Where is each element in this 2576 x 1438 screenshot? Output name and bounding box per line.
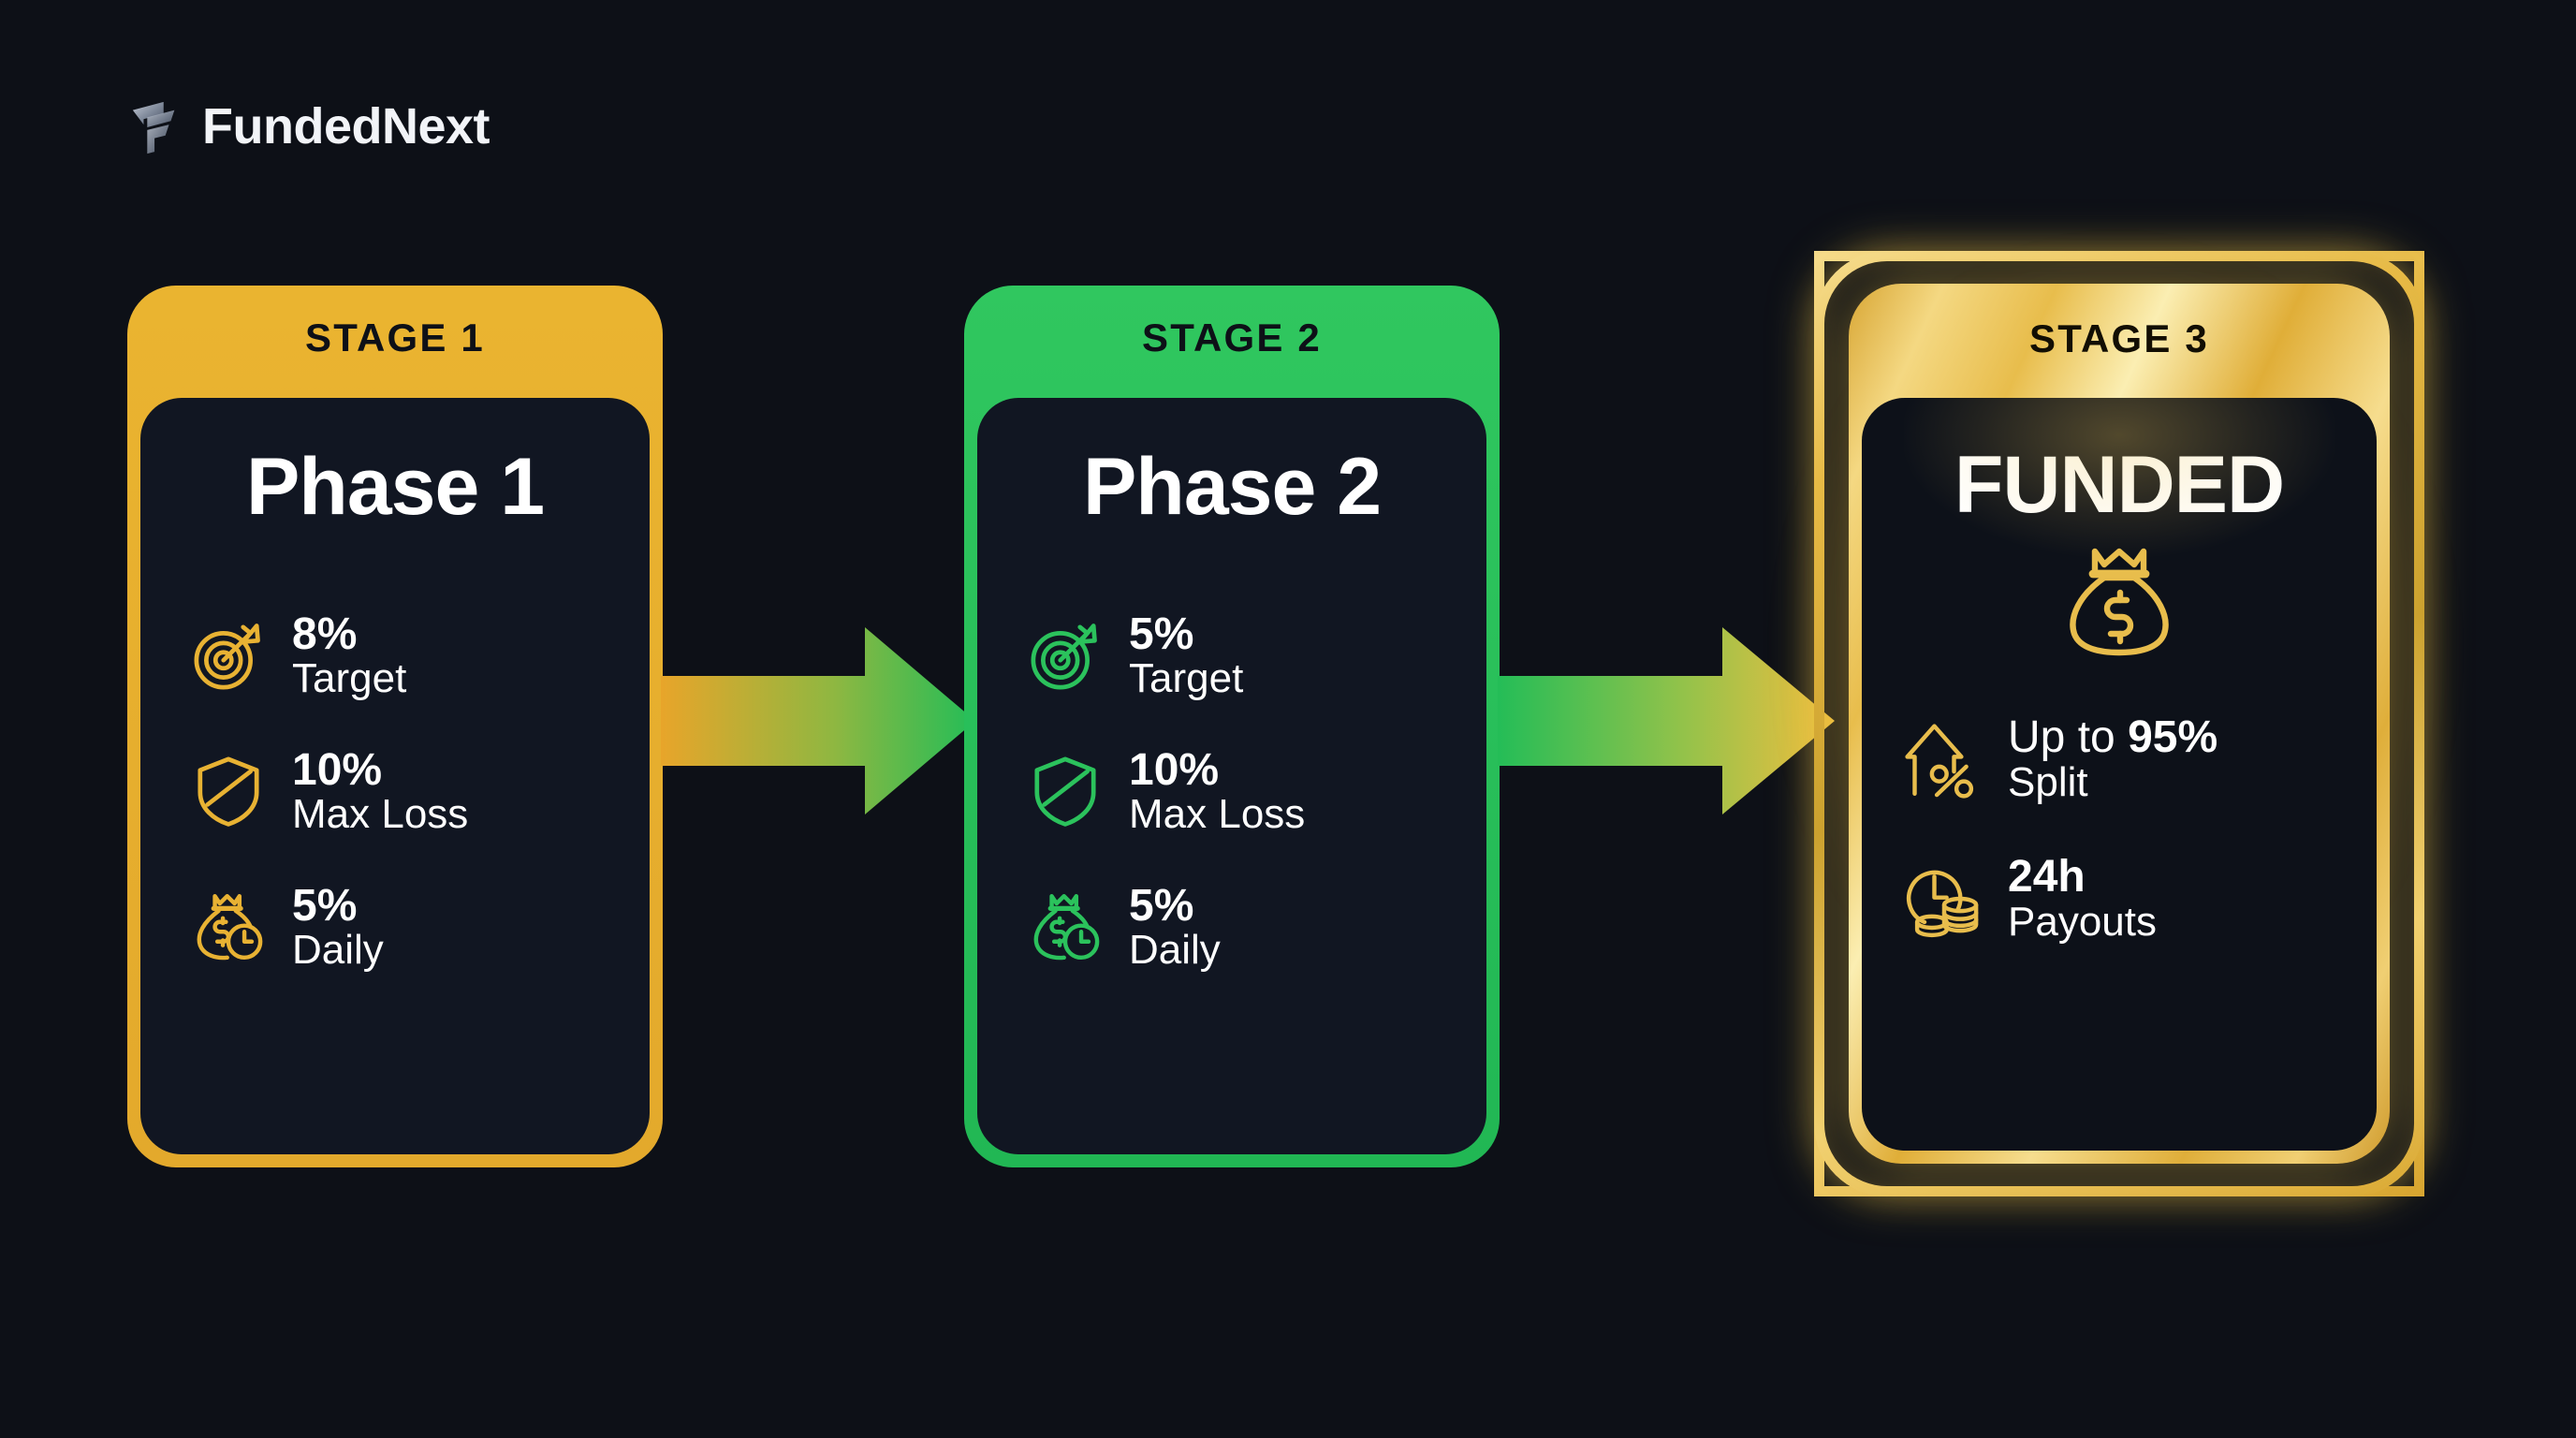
arrow-up-percent-icon [1905,724,1974,799]
target-arrow-icon [194,624,260,690]
feature-payouts-label: Payouts [2008,898,2157,945]
stage-card-3[interactable]: STAGE 3 FUNDED [1849,284,2390,1164]
feature-payouts-value: 24h [2008,851,2086,902]
feature-daily-label: Daily [1129,926,1221,973]
stage-1-features: 8% Target 10% Max Loss [189,611,650,1018]
arrow-stage1-to-stage2 [661,627,975,814]
feature-split: Up to 95% Split [1905,712,2377,806]
stage-3-title: FUNDED [1954,440,2285,530]
feature-target-value: 8% [292,609,358,659]
feature-max-loss: 10% Max Loss [189,744,650,838]
feature-split-number: 95% [2128,712,2218,762]
feature-max-loss-value: 10% [1129,744,1220,795]
stage-1-title: Phase 1 [245,442,545,532]
clock-coins-icon [1907,870,1979,937]
stage-1-label: STAGE 1 [305,315,485,360]
shield-icon [198,756,259,827]
feature-daily-value: 5% [1129,880,1194,931]
feature-max-loss: 10% Max Loss [1026,744,1486,838]
stage-card-2[interactable]: STAGE 2 Phase 2 5% Target [964,286,1500,1167]
stage-2-title: Phase 2 [1082,442,1382,532]
brand-logo: FundedNext [127,92,490,161]
stage-2-panel: Phase 2 5% Target [977,398,1486,1154]
target-arrow-icon [1031,624,1097,690]
feature-target-value: 5% [1129,609,1194,659]
feature-daily: 5% Daily [189,880,650,973]
stage-3-features: Up to 95% Split 24h [1905,712,2377,992]
stage-card-1[interactable]: STAGE 1 Phase 1 8% Target [127,286,663,1167]
feature-daily: 5% Daily [1026,880,1486,973]
feature-daily-label: Daily [292,926,384,973]
arrow-stage2-to-stage3 [1498,627,1835,814]
feature-max-loss-label: Max Loss [1129,791,1306,838]
money-bag-dollar-icon [2070,548,2169,656]
feature-target: 5% Target [1026,611,1486,700]
feature-max-loss-label: Max Loss [292,791,469,838]
brand-name: FundedNext [202,98,490,154]
money-bag-clock-icon [197,893,263,961]
shield-icon [1034,756,1096,827]
feature-split-value: Up to 95% [2008,712,2218,762]
feature-target: 8% Target [189,611,650,700]
stage-3-panel: FUNDED Up to 95% [1862,398,2377,1151]
feature-daily-value: 5% [292,880,358,931]
fundednext-f-mark-icon [132,101,175,154]
stage-2-features: 5% Target 10% Max Loss [1026,611,1486,1018]
feature-target-label: Target [1129,655,1244,702]
feature-split-lead: Up to [2008,712,2129,762]
feature-split-label: Split [2008,759,2088,806]
stage-3-label: STAGE 3 [2029,316,2209,360]
money-bag-clock-icon [1033,893,1100,961]
feature-payouts: 24h Payouts [1905,851,2377,945]
stage-1-panel: Phase 1 8% Target [140,398,650,1154]
feature-target-label: Target [292,655,407,702]
stage-2-label: STAGE 2 [1142,315,1322,360]
feature-max-loss-value: 10% [292,744,383,795]
